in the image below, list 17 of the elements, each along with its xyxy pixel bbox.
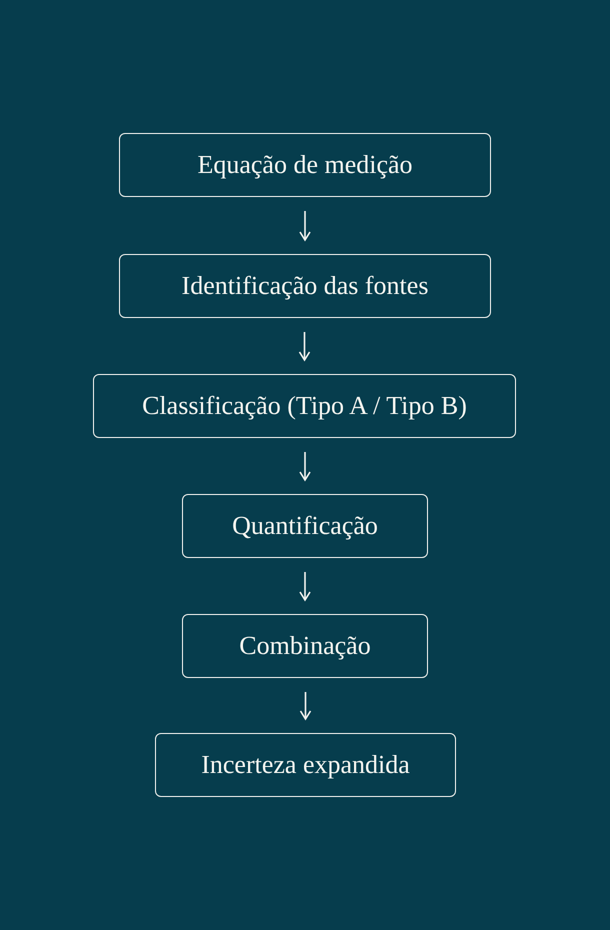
process-box (119, 133, 491, 197)
process-box (182, 614, 428, 678)
process-box (182, 494, 428, 558)
box-label: Incerteza expandida (201, 750, 410, 780)
arrow (299, 211, 311, 241)
arrow (299, 452, 311, 481)
process-box (119, 254, 491, 318)
box-label: Classificação (Tipo A / Tipo B) (142, 391, 467, 421)
arrow (300, 692, 312, 720)
box-label: Identificação das fontes (182, 271, 428, 301)
box-label: Combinação (239, 631, 371, 661)
process-box (93, 374, 516, 438)
process-box (155, 733, 456, 797)
box-label: Quantificação (232, 511, 378, 541)
arrow (298, 332, 310, 361)
box-label: Equação de medição (197, 150, 413, 180)
arrow (299, 572, 311, 601)
